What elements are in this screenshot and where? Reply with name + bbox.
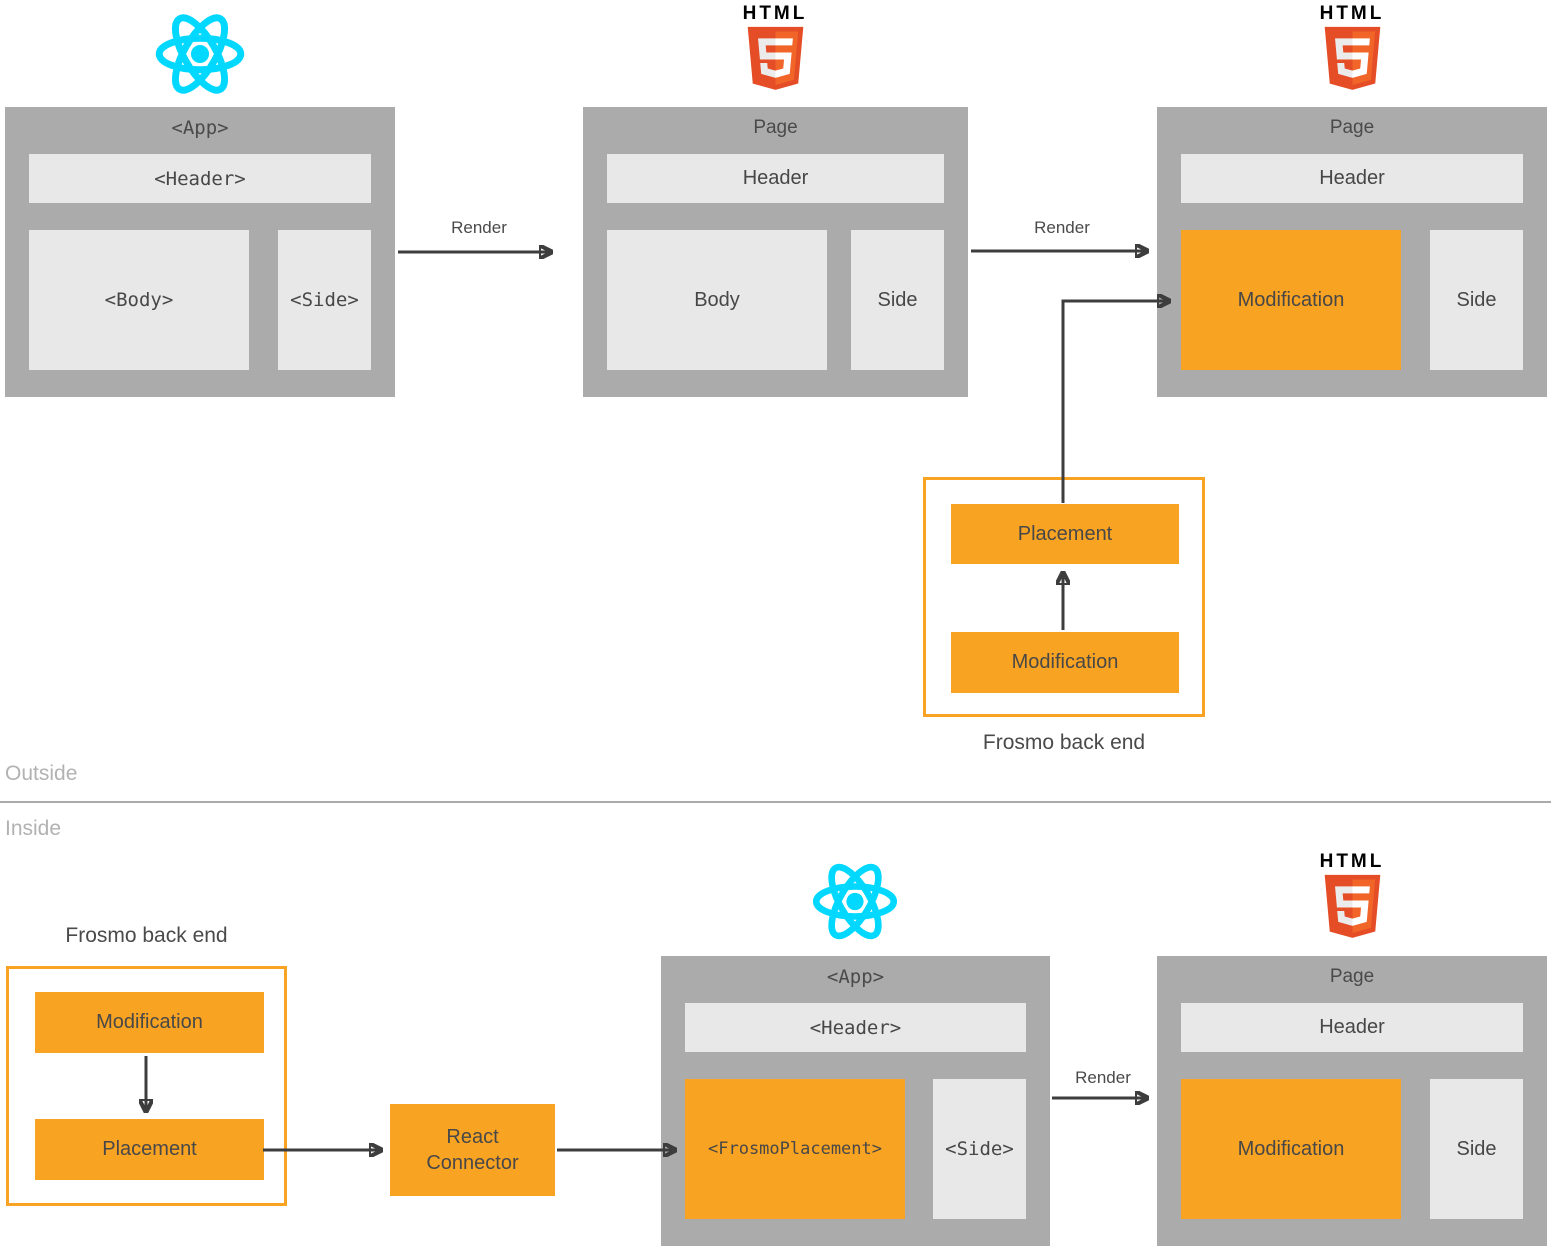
- html5-wordmark: HTML: [1319, 851, 1385, 872]
- frosmo-backend-label: Frosmo back end: [982, 731, 1146, 754]
- modification-box: Modification: [1181, 1079, 1401, 1219]
- header-box: <Header>: [685, 1003, 1026, 1052]
- panel-page-inside: Page Header Modification Side: [1157, 956, 1547, 1246]
- html5-wordmark: HTML: [1319, 3, 1385, 24]
- frosmo-placement-box: <FrosmoPlacement>: [685, 1079, 905, 1219]
- panel-title: Page: [1329, 966, 1375, 987]
- panel-title: Page: [1329, 117, 1375, 138]
- react-logo-icon: [155, 12, 245, 96]
- side-box: Side: [1430, 230, 1523, 370]
- side-box: <Side>: [933, 1079, 1026, 1219]
- divider-line: [0, 801, 1551, 803]
- side-box: Side: [851, 230, 944, 370]
- render-label: Render: [451, 218, 507, 237]
- panel-page-initial: Page Header Body Side: [583, 107, 968, 397]
- frosmo-backend-box-outside: Placement Modification: [923, 477, 1205, 717]
- placement-box: Placement: [35, 1119, 264, 1180]
- modification-box: Modification: [35, 992, 264, 1053]
- panel-title: Page: [753, 117, 798, 138]
- header-box: Header: [1181, 1003, 1523, 1052]
- render-label: Render: [1034, 218, 1090, 237]
- side-box: Side: [1430, 1079, 1523, 1219]
- inside-label: Inside: [5, 817, 62, 840]
- react-logo-icon: [812, 862, 898, 941]
- arrow-placement-to-page-modification: [1061, 301, 1168, 503]
- panel-title: <App>: [171, 117, 229, 139]
- react-connector-box: React Connector: [390, 1104, 555, 1196]
- panel-react-app-inside: <App> <Header> <FrosmoPlacement> <Side>: [661, 956, 1050, 1246]
- render-label: Render: [1075, 1068, 1131, 1087]
- html5-logo-icon: HTML: [1307, 4, 1397, 90]
- outside-label: Outside: [5, 762, 78, 785]
- modification-box: Modification: [1181, 230, 1401, 370]
- header-box: <Header>: [29, 154, 371, 203]
- body-box: Body: [607, 230, 827, 370]
- frosmo-backend-box-inside: Modification Placement: [6, 966, 287, 1206]
- body-box: <Body>: [29, 230, 249, 370]
- panel-title: <App>: [826, 966, 885, 988]
- modification-box: Modification: [951, 632, 1179, 693]
- header-box: Header: [607, 154, 944, 203]
- placement-box: Placement: [951, 504, 1179, 564]
- html5-wordmark: HTML: [742, 3, 808, 24]
- panel-react-app-outside: <App> <Header> <Body> <Side>: [5, 107, 395, 397]
- html5-logo-icon: HTML: [730, 4, 820, 90]
- panel-page-modified: Page Header Modification Side: [1157, 107, 1547, 397]
- frosmo-backend-label: Frosmo back end: [65, 924, 228, 947]
- html5-logo-icon: HTML: [1307, 852, 1397, 938]
- side-box: <Side>: [278, 230, 371, 370]
- header-box: Header: [1181, 154, 1523, 203]
